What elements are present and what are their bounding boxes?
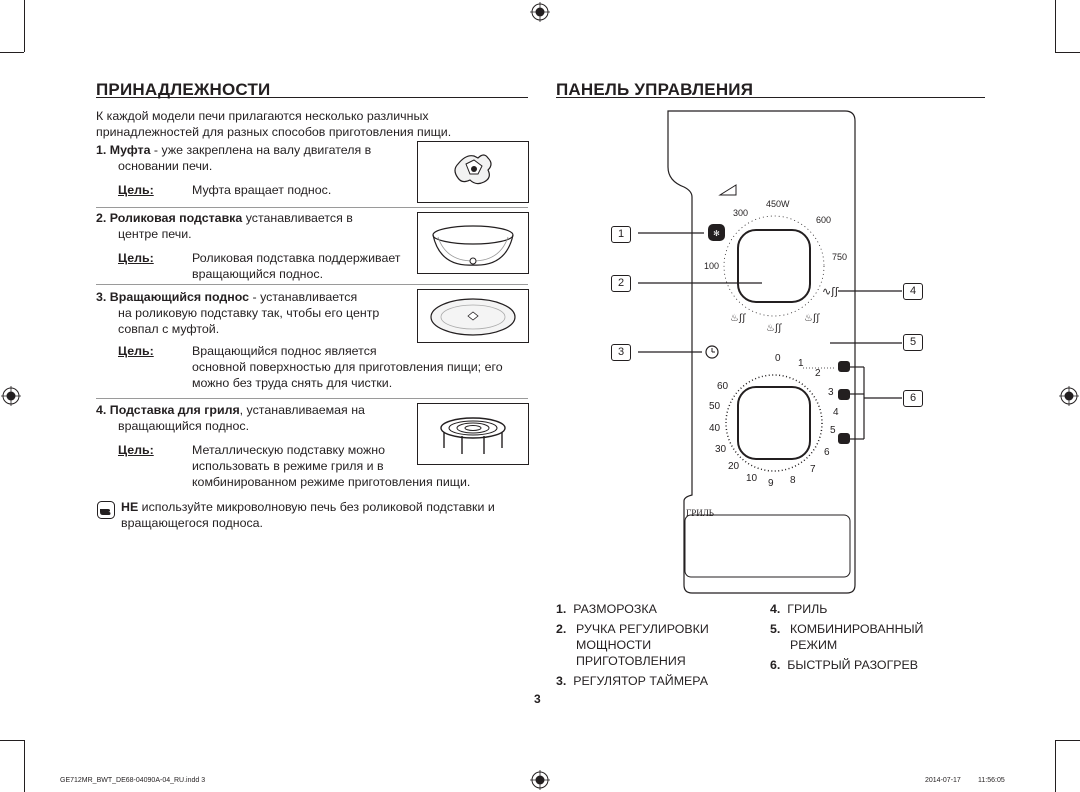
svg-text:♨ʃʃ: ♨ʃʃ <box>804 313 820 324</box>
accessories-title: ПРИНАДЛЕЖНОСТИ <box>96 80 271 99</box>
svg-text:✻: ✻ <box>713 229 720 238</box>
crop-mark <box>1055 740 1056 792</box>
warning-note: НЕ используйте микроволновую печь без ро… <box>121 500 495 530</box>
registration-mark-icon <box>1059 386 1079 406</box>
footer-file: GE712MR_BWT_DE68-04090A-04_RU.indd 3 <box>60 777 206 784</box>
footer-time: 11:56:05 <box>978 777 1005 784</box>
intro-text: К каждой модели печи прилагаются несколь… <box>96 109 452 139</box>
turntable-image <box>417 289 529 343</box>
crop-mark <box>1055 740 1080 741</box>
svg-text:∿ʃʃ: ∿ʃʃ <box>822 285 839 298</box>
callout-3: 3 <box>611 344 631 361</box>
goal-label: Цель: <box>118 183 154 197</box>
power-600: 600 <box>816 215 832 225</box>
title-rule <box>556 97 985 98</box>
crop-mark <box>0 740 24 741</box>
power-300: 300 <box>733 208 749 218</box>
power-450w: 450W <box>766 199 790 209</box>
divider <box>96 207 528 208</box>
page-number: 3 <box>534 692 541 706</box>
registration-mark-icon <box>530 770 550 790</box>
crop-mark <box>24 0 25 52</box>
crop-mark <box>0 52 24 53</box>
item-1: 1. Муфта - уже закреплена на валу двигат… <box>96 143 372 197</box>
crop-mark <box>1055 52 1080 53</box>
svg-text:♨ʃʃ: ♨ʃʃ <box>730 313 746 324</box>
svg-text:♨ʃʃ: ♨ʃʃ <box>766 323 782 334</box>
crop-mark <box>24 740 25 792</box>
footer-date: 2014-07-17 <box>925 777 961 784</box>
control-panel-title: ПАНЕЛЬ УПРАВЛЕНИЯ <box>556 80 754 99</box>
grill-rack-image <box>417 403 529 465</box>
item-3: 3. Вращающийся поднос - устанавливается … <box>96 290 503 390</box>
coupler-image <box>417 141 529 203</box>
note-hand-icon <box>97 501 115 519</box>
power-750: 750 <box>832 252 848 262</box>
grill-label: ГРИЛЬ <box>686 508 714 518</box>
callout-5: 5 <box>903 334 923 351</box>
divider <box>96 284 528 285</box>
title-rule <box>96 97 528 98</box>
control-panel-diagram: ✻ ∿ʃʃ ♨ʃʃ ♨ʃʃ ♨ʃʃ <box>638 110 902 594</box>
divider <box>96 398 528 399</box>
item-4: 4. Подставка для гриля, устанавливаемая … <box>96 403 471 489</box>
callout-1: 1 <box>611 226 631 243</box>
callout-2: 2 <box>611 275 631 292</box>
registration-mark-icon <box>1 386 21 406</box>
registration-mark-icon <box>530 2 550 22</box>
callout-4: 4 <box>903 283 923 300</box>
roller-ring-image <box>417 212 529 274</box>
power-100: 100 <box>704 261 720 271</box>
crop-mark <box>1055 0 1056 52</box>
callout-6: 6 <box>903 390 923 407</box>
item-2: 2. Роликовая подставка устанавливается в… <box>96 211 401 281</box>
